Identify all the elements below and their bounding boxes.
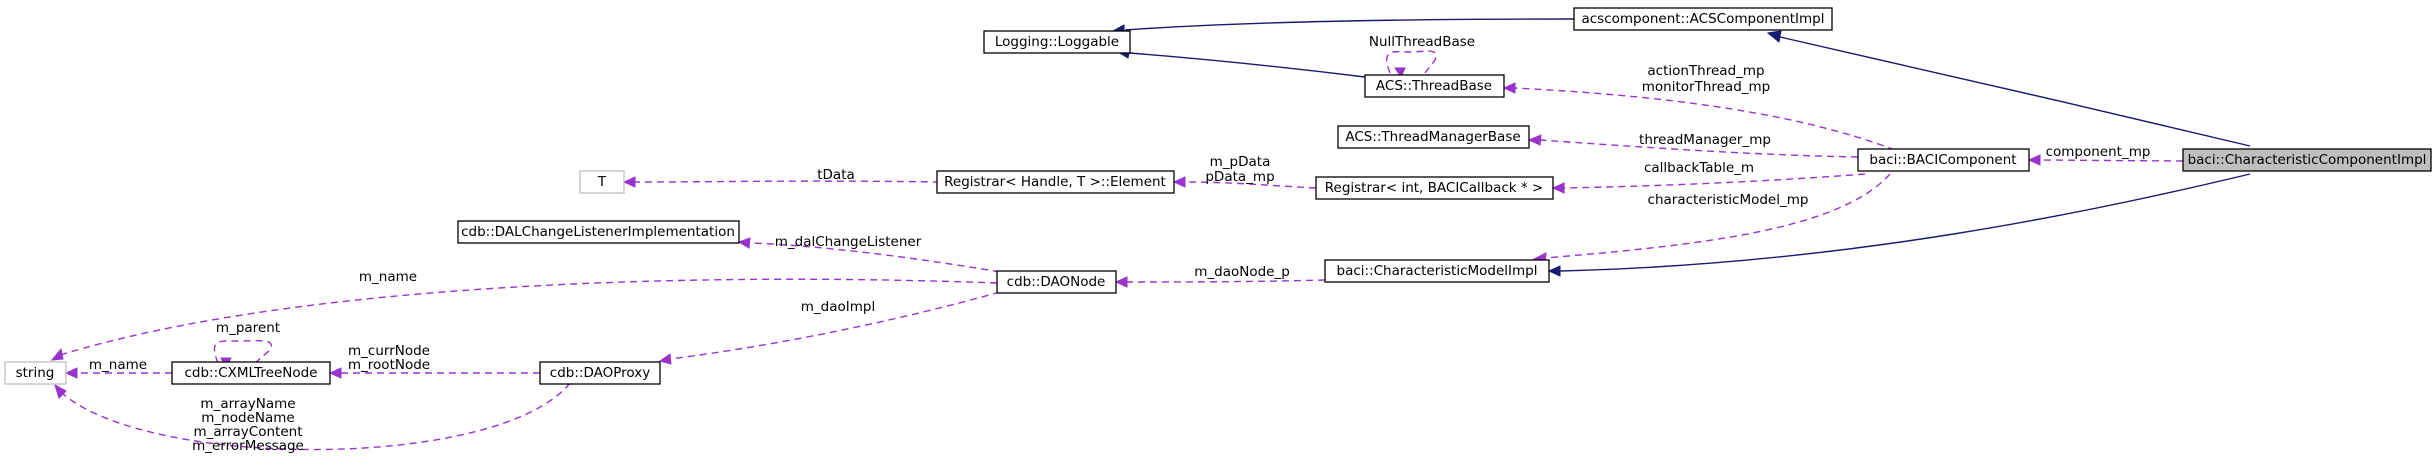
label-threadmanager: threadManager_mp [1639, 132, 1771, 148]
usage-edges [50, 50, 2184, 451]
label-monitorthread: monitorThread_mp [1642, 79, 1771, 95]
label-m-name-daonode: m_name [359, 269, 417, 285]
edge-element-t [634, 180, 941, 183]
edge-focus-acscomponent [1779, 36, 2251, 147]
edge-daonode-string [59, 278, 998, 356]
edge-charmodel-daonode [1126, 279, 1326, 283]
edge-threadbase-loggable [1129, 52, 1366, 78]
edge-acscomponent-loggable [1124, 18, 1575, 31]
label-daonode-p: m_daoNode_p [1194, 264, 1290, 280]
arrowhead-acscomponent [1766, 30, 1782, 43]
edge-nullthreadbase-self [1386, 50, 1437, 74]
node-label: Logging::Loggable [995, 34, 1119, 50]
label-characteristicmodel: characteristicModel_mp [1648, 192, 1809, 208]
edge-focus-charmodel [1559, 173, 2251, 272]
label-nodename: m_nodeName [201, 410, 294, 426]
arrowhead-string-1 [50, 347, 64, 361]
node-registrar-element[interactable]: Registrar< Handle, T >::Element [936, 170, 1175, 194]
label-m-name-cxml: m_name [89, 357, 147, 373]
nodes: baci::CharacteristicComponentImpl acscom… [4, 7, 2432, 385]
arrowhead-threadmanager [1527, 134, 1542, 146]
label-pdata: m_pData [1210, 154, 1271, 170]
arrowhead-bacicomponent [2027, 154, 2041, 166]
edge-labels: NullThreadBase actionThread_mp monitorTh… [89, 34, 2151, 454]
label-rootnode: m_rootNode [348, 357, 430, 373]
edge-daoproxy-string [61, 382, 571, 451]
node-cdb-daoproxy[interactable]: cdb::DAOProxy [539, 361, 661, 385]
node-characteristic-component-impl[interactable]: baci::CharacteristicComponentImpl [2182, 148, 2432, 172]
arrowhead-registrar-int [1551, 182, 1565, 194]
edge-bacicomponent-threadbase [1514, 87, 1896, 151]
node-cxml-tree-node[interactable]: cdb::CXMLTreeNode [171, 361, 331, 385]
node-label: Registrar< int, BACICallback * > [1325, 180, 1543, 196]
node-logging-loggable[interactable]: Logging::Loggable [983, 30, 1131, 54]
arrowhead-t [622, 176, 636, 188]
node-t[interactable]: T [579, 170, 625, 194]
node-label: cdb::DAOProxy [550, 365, 650, 381]
node-dal-change-listener-implementation[interactable]: cdb::DALChangeListenerImplementation [457, 220, 740, 244]
label-daoimpl: m_daoImpl [801, 299, 875, 315]
arrowhead-threadbase [1502, 82, 1516, 94]
label-parent: m_parent [216, 320, 280, 336]
node-baci-bacicomponent[interactable]: baci::BACIComponent [1857, 148, 2030, 172]
node-label: baci::CharacteristicModelImpl [1337, 263, 1538, 279]
label-pdata-mp: pData_mp [1205, 169, 1274, 185]
label-currnode: m_currNode [348, 343, 430, 359]
arrowhead-string-3 [54, 383, 67, 399]
arrowhead-daonode [1114, 276, 1128, 288]
node-label: baci::BACIComponent [1869, 152, 2016, 168]
label-nullthreadbase: NullThreadBase [1369, 34, 1475, 50]
node-registrar-int-bacicallback[interactable]: Registrar< int, BACICallback * > [1315, 176, 1554, 200]
node-label: string [16, 365, 55, 381]
label-arraycontent: m_arrayContent [194, 424, 303, 440]
arrowhead-cxml [328, 367, 342, 379]
label-component: component_mp [2046, 144, 2151, 160]
node-acs-component-impl[interactable]: acscomponent::ACSComponentImpl [1573, 7, 1833, 31]
node-cdb-daonode[interactable]: cdb::DAONode [996, 270, 1117, 294]
edge-bacicomponent-threadmanager [1539, 139, 1859, 158]
node-label: cdb::DAONode [1007, 274, 1106, 290]
label-actionthread: actionThread_mp [1647, 63, 1764, 79]
node-label: acscomponent::ACSComponentImpl [1581, 11, 1824, 27]
node-label: ACS::ThreadBase [1376, 78, 1492, 94]
node-acs-threadmanagerbase[interactable]: ACS::ThreadManagerBase [1337, 125, 1530, 149]
node-label: ACS::ThreadManagerBase [1345, 129, 1520, 145]
edge-cxml-self [213, 339, 272, 364]
label-tdata: tData [817, 167, 855, 183]
node-characteristic-model-impl[interactable]: baci::CharacteristicModelImpl [1324, 259, 1550, 283]
node-label: baci::CharacteristicComponentImpl [2188, 152, 2427, 168]
edge-bacicomponent-registrar-int [1563, 173, 1866, 189]
label-dalchangelistener: m_dalChangeListener [775, 234, 922, 250]
edge-registrar-int-element [1184, 181, 1317, 189]
edge-bacicomponent-charmodel [1544, 173, 1891, 259]
edge-focus-bacicomponent [2039, 159, 2184, 162]
edge-daonode-dalchange [749, 242, 1001, 273]
node-label: cdb::DALChangeListenerImplementation [461, 224, 735, 240]
arrowhead-element [1172, 176, 1186, 188]
label-errormessage: m_errorMessage [192, 438, 304, 454]
node-acs-threadbase[interactable]: ACS::ThreadBase [1364, 74, 1505, 98]
arrowhead-charmodel [1547, 265, 1561, 277]
edge-daonode-daoproxy [669, 291, 1001, 360]
label-arrayname: m_arrayName [200, 396, 295, 412]
arrowhead-string-2 [64, 367, 78, 379]
node-label: Registrar< Handle, T >::Element [944, 174, 1166, 190]
node-string[interactable]: string [4, 361, 67, 385]
arrowhead-threadbase-self [1394, 67, 1406, 79]
node-label: cdb::CXMLTreeNode [184, 365, 317, 381]
label-callbacktable: callbackTable_m [1644, 160, 1754, 176]
arrowhead-daoproxy [658, 353, 672, 365]
arrowhead-dalchange [737, 237, 751, 249]
node-label: T [597, 174, 607, 190]
